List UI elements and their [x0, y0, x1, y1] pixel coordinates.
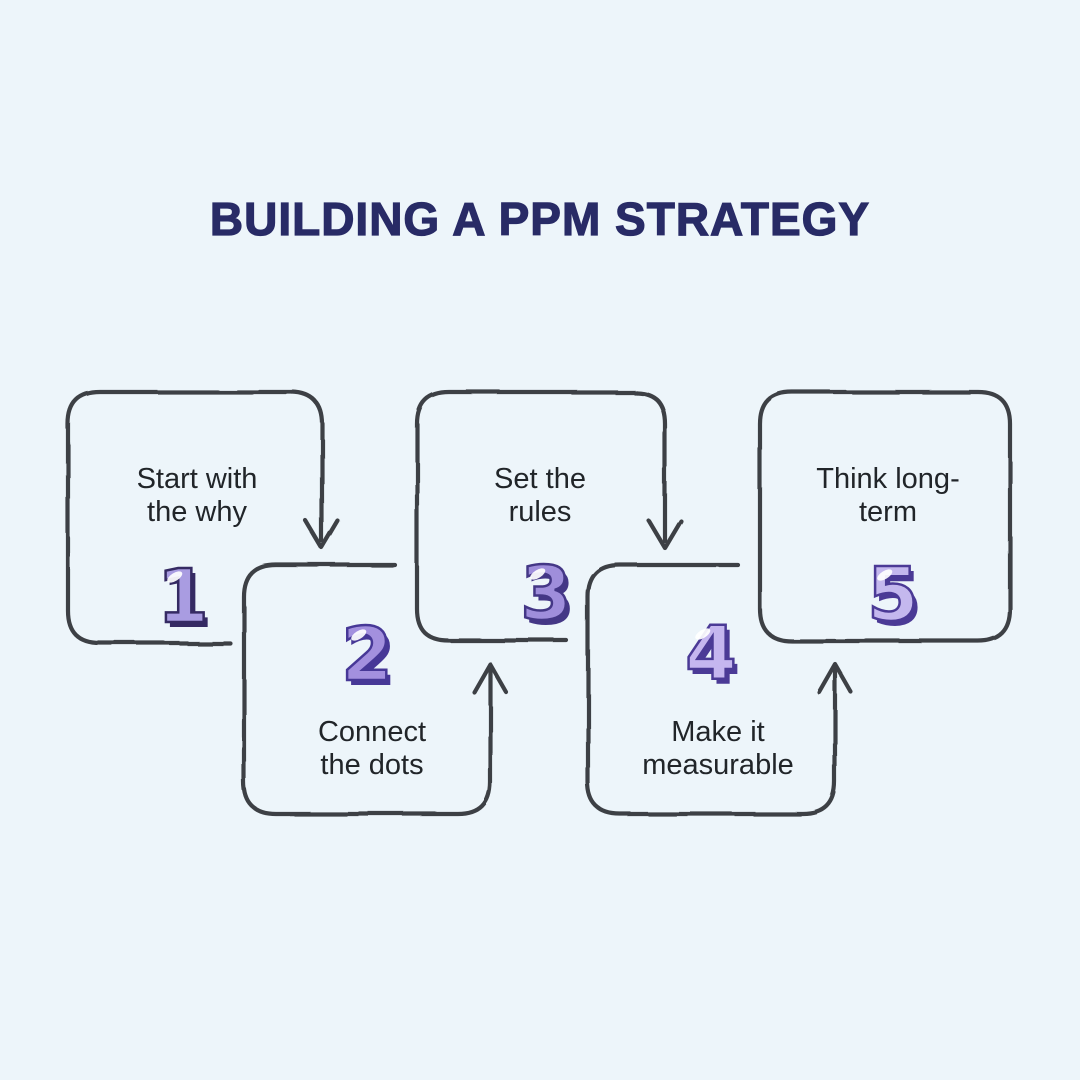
step-2-label: Connect the dots: [317, 716, 426, 781]
step-4-box-outline: [585, 562, 838, 817]
step-3-label: Set the rules: [494, 463, 586, 528]
step-2-arrowhead-icon: [471, 661, 509, 695]
step-2-box-outline: [241, 562, 493, 817]
step-2-number: 2: [340, 612, 394, 698]
step-1-label: Start with the why: [136, 463, 258, 528]
page-title: BUILDING A PPM STRATEGY: [209, 192, 871, 245]
step-3-arrow: [633, 389, 668, 544]
step-3-box-outline: [414, 389, 639, 644]
step-4-arrowhead-icon: [816, 661, 854, 695]
step-4-label: Make it measurable: [642, 716, 794, 781]
step-3-number: 3: [519, 551, 573, 637]
step-5-number: 5: [866, 552, 920, 638]
step-1-number: 1: [156, 554, 210, 640]
step-1-arrowhead-icon: [303, 518, 341, 551]
step-1-box-outline: [65, 389, 295, 646]
step-5-box-outline: [757, 389, 1013, 644]
step-3-arrowhead-icon: [646, 518, 684, 551]
step-4-number: 4: [684, 611, 738, 697]
step-5-label: Think long- term: [816, 463, 960, 528]
step-1-arrow: [289, 389, 325, 544]
